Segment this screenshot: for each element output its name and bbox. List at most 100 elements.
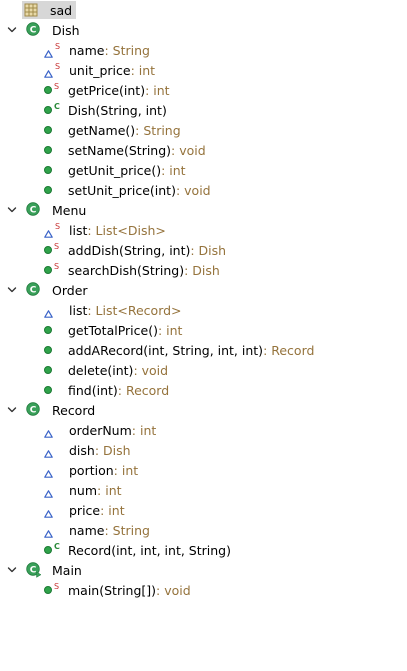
chevron-down-icon[interactable] <box>6 280 18 300</box>
member-name: price <box>69 502 101 518</box>
member-type: : int <box>145 82 170 98</box>
field-triangle-icon <box>44 466 53 478</box>
member-type: : int <box>130 62 156 78</box>
member-name: main(String[]) <box>68 582 157 598</box>
constructor-marker: C <box>54 542 60 551</box>
method-item[interactable]: setUnit_price(int) : void <box>44 180 211 200</box>
member-type: : Dish <box>94 442 131 458</box>
member-type: : void <box>156 582 191 598</box>
field-item[interactable]: portion : int <box>44 460 138 480</box>
package-icon <box>24 3 38 17</box>
chevron-down-icon[interactable] <box>6 560 18 580</box>
member-name: num <box>69 482 98 498</box>
method-item[interactable]: find(int) : Record <box>44 380 169 400</box>
package-selection[interactable]: sad <box>22 1 77 19</box>
method-dot-icon <box>44 86 52 94</box>
member-name: getTotalPrice() <box>68 322 158 338</box>
package-node[interactable]: sad <box>22 0 77 20</box>
svg-text:C: C <box>30 405 37 415</box>
field-item[interactable]: num : int <box>44 480 122 500</box>
method-item[interactable]: getName() : String <box>44 120 181 140</box>
class-name: Order <box>52 282 88 298</box>
field-item[interactable]: list : List<Record> <box>44 300 182 320</box>
field-item[interactable]: price : int <box>44 500 125 520</box>
member-type: : int <box>97 482 122 498</box>
field-triangle-icon <box>44 506 53 518</box>
static-marker: S <box>55 222 61 231</box>
static-marker: S <box>54 582 60 591</box>
method-item[interactable]: getTotalPrice() : int <box>44 320 182 340</box>
member-name: name <box>69 42 105 58</box>
svg-text:C: C <box>30 205 37 215</box>
member-name: getName() <box>68 122 136 138</box>
method-dot-icon <box>44 126 52 134</box>
constructor-marker: C <box>54 102 60 111</box>
member-type: : int <box>113 462 139 478</box>
chevron-down-icon[interactable] <box>6 200 18 220</box>
member-name: searchDish(String) <box>68 262 185 278</box>
member-name: list <box>69 222 88 238</box>
field-item[interactable]: dish : Dish <box>44 440 131 460</box>
member-name: setName(String) <box>68 142 172 158</box>
member-type: : List<Dish> <box>87 222 166 238</box>
field-item[interactable]: orderNum : int <box>44 420 156 440</box>
member-name: Record(int, int, int, String) <box>68 542 231 558</box>
static-marker: S <box>55 42 61 51</box>
member-type: : String <box>104 42 150 58</box>
class-node-menu[interactable]: C Menu <box>6 200 86 220</box>
member-name: unit_price <box>69 62 131 78</box>
member-name: portion <box>69 462 114 478</box>
member-type: : Record <box>117 382 170 398</box>
method-item[interactable]: delete(int) : void <box>44 360 168 380</box>
member-name: getPrice(int) <box>68 82 146 98</box>
member-name: addDish(String, int) <box>68 242 191 258</box>
class-name: Main <box>52 562 82 578</box>
chevron-down-icon[interactable] <box>6 20 18 40</box>
member-name: dish <box>69 442 95 458</box>
member-type: : void <box>171 142 206 158</box>
method-item[interactable]: getUnit_price() : int <box>44 160 186 180</box>
package-name: sad <box>50 2 73 18</box>
method-dot-icon <box>44 166 52 174</box>
field-triangle-icon <box>44 486 53 498</box>
member-name: delete(int) <box>68 362 134 378</box>
member-name: orderNum <box>69 422 132 438</box>
chevron-down-icon[interactable] <box>6 400 18 420</box>
field-triangle-icon <box>44 426 53 438</box>
method-dot-icon <box>44 586 52 594</box>
member-type: : Dish <box>190 242 227 258</box>
method-item[interactable]: addARecord(int, String, int, int) : Reco… <box>44 340 314 360</box>
member-name: Dish(String, int) <box>68 102 167 118</box>
method-item[interactable]: setName(String) : void <box>44 140 206 160</box>
member-type: : String <box>135 122 181 138</box>
method-dot-icon <box>44 366 52 374</box>
field-triangle-icon <box>44 446 53 458</box>
static-marker: S <box>55 62 61 71</box>
class-name: Menu <box>52 202 87 218</box>
field-item[interactable]: name : String <box>44 520 150 540</box>
method-dot-icon <box>44 246 52 254</box>
method-dot-icon <box>44 386 52 394</box>
method-dot-icon <box>44 326 52 334</box>
member-type: : int <box>131 422 157 438</box>
member-type: : String <box>104 522 150 538</box>
member-name: getUnit_price() <box>68 162 162 178</box>
method-item[interactable]: C Dish(String, int) <box>44 100 167 120</box>
class-icon: C <box>26 202 42 218</box>
member-name: addARecord(int, String, int, int) <box>68 342 264 358</box>
field-triangle-icon <box>44 46 53 58</box>
static-marker: S <box>54 82 60 91</box>
static-marker: S <box>54 242 60 251</box>
method-item[interactable]: C Record(int, int, int, String) <box>44 540 231 560</box>
